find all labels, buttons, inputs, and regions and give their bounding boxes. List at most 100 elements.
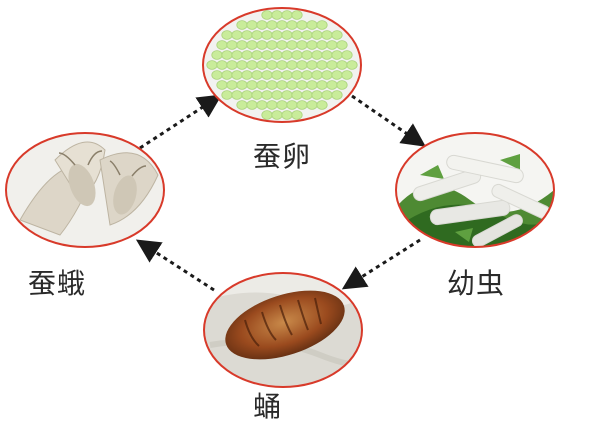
egg-dot xyxy=(231,90,243,100)
egg-dot xyxy=(256,40,268,50)
egg-dot xyxy=(226,80,238,90)
egg-dot xyxy=(286,20,298,30)
egg-dot xyxy=(241,70,253,80)
egg-dot xyxy=(256,20,268,30)
egg-dot xyxy=(316,80,328,90)
egg-dot xyxy=(321,90,333,100)
egg-dot xyxy=(311,90,323,100)
egg-dot xyxy=(291,110,303,120)
egg-dot xyxy=(331,30,343,40)
egg-dot xyxy=(306,40,318,50)
egg-dot xyxy=(246,80,258,90)
egg-dot xyxy=(331,70,343,80)
egg-dot xyxy=(211,50,223,60)
egg-dot xyxy=(236,100,248,110)
egg-dot xyxy=(291,70,303,80)
egg-dot xyxy=(281,110,293,120)
egg-dot xyxy=(216,60,228,70)
arrow-egg-to-larva xyxy=(351,94,426,147)
egg-dot xyxy=(281,10,293,20)
egg-dot xyxy=(281,70,293,80)
egg-dot xyxy=(271,70,283,80)
egg-dot xyxy=(266,100,278,110)
egg-dot xyxy=(301,50,313,60)
egg-dot xyxy=(271,110,283,120)
silkworm-life-cycle-diagram xyxy=(5,7,555,388)
egg-dot xyxy=(221,90,233,100)
egg-dot xyxy=(241,30,253,40)
egg-dot xyxy=(296,20,308,30)
arrow-moth-to-egg xyxy=(139,94,223,150)
egg-dot xyxy=(301,90,313,100)
egg-dot xyxy=(296,40,308,50)
egg-dot xyxy=(206,60,218,70)
label-pupa: 蛹 xyxy=(253,390,283,423)
egg-dot xyxy=(291,30,303,40)
egg-dot xyxy=(251,30,263,40)
egg-dot xyxy=(346,60,358,70)
egg-dot xyxy=(336,80,348,90)
egg-dot xyxy=(266,40,278,50)
egg-dot xyxy=(266,20,278,30)
egg-dot xyxy=(316,60,328,70)
egg-dot xyxy=(291,90,303,100)
egg-dot xyxy=(276,20,288,30)
egg-dot xyxy=(296,80,308,90)
egg-dot xyxy=(266,80,278,90)
egg-dot xyxy=(241,90,253,100)
egg-dot xyxy=(246,100,258,110)
egg-dot xyxy=(291,50,303,60)
egg-dot xyxy=(306,60,318,70)
egg-dot xyxy=(251,50,263,60)
egg-dot xyxy=(341,70,353,80)
egg-dot xyxy=(276,100,288,110)
egg-dot xyxy=(276,40,288,50)
egg-dot xyxy=(221,30,233,40)
egg-dot xyxy=(286,60,298,70)
label-larva: 幼虫 xyxy=(447,267,506,300)
stage-moth-image xyxy=(5,132,165,248)
stage-larva-image xyxy=(395,132,555,248)
egg-dot xyxy=(261,70,273,80)
egg-dot xyxy=(246,60,258,70)
egg-dot xyxy=(231,30,243,40)
egg-dot xyxy=(286,40,298,50)
egg-dot xyxy=(286,100,298,110)
egg-dot xyxy=(321,50,333,60)
egg-dot xyxy=(261,30,273,40)
egg-dot xyxy=(211,70,223,80)
egg-dot xyxy=(226,60,238,70)
egg-dot xyxy=(306,20,318,30)
egg-dot xyxy=(226,40,238,50)
label-moth: 蚕蛾 xyxy=(28,267,87,300)
egg-dot xyxy=(316,20,328,30)
egg-dot xyxy=(326,60,338,70)
egg-dot xyxy=(271,90,283,100)
egg-dot xyxy=(271,10,283,20)
egg-dot xyxy=(301,70,313,80)
egg-dot xyxy=(301,30,313,40)
egg-dot xyxy=(281,50,293,60)
egg-dot xyxy=(316,100,328,110)
stage-pupa-image xyxy=(203,272,363,388)
egg-dot xyxy=(241,50,253,60)
egg-dot xyxy=(341,50,353,60)
egg-dot xyxy=(256,100,268,110)
egg-dot xyxy=(286,80,298,90)
egg-dot xyxy=(236,40,248,50)
egg-dot xyxy=(246,40,258,50)
egg-dot xyxy=(221,50,233,60)
egg-dot xyxy=(231,70,243,80)
egg-dot xyxy=(246,20,258,30)
egg-dot xyxy=(321,70,333,80)
egg-dot xyxy=(276,80,288,90)
egg-dot xyxy=(321,30,333,40)
egg-dot xyxy=(261,10,273,20)
egg-dot xyxy=(331,50,343,60)
egg-dot xyxy=(336,60,348,70)
egg-dot xyxy=(256,60,268,70)
egg-dot xyxy=(306,100,318,110)
egg-dot xyxy=(331,90,343,100)
egg-dot xyxy=(236,60,248,70)
egg-dot xyxy=(326,80,338,90)
